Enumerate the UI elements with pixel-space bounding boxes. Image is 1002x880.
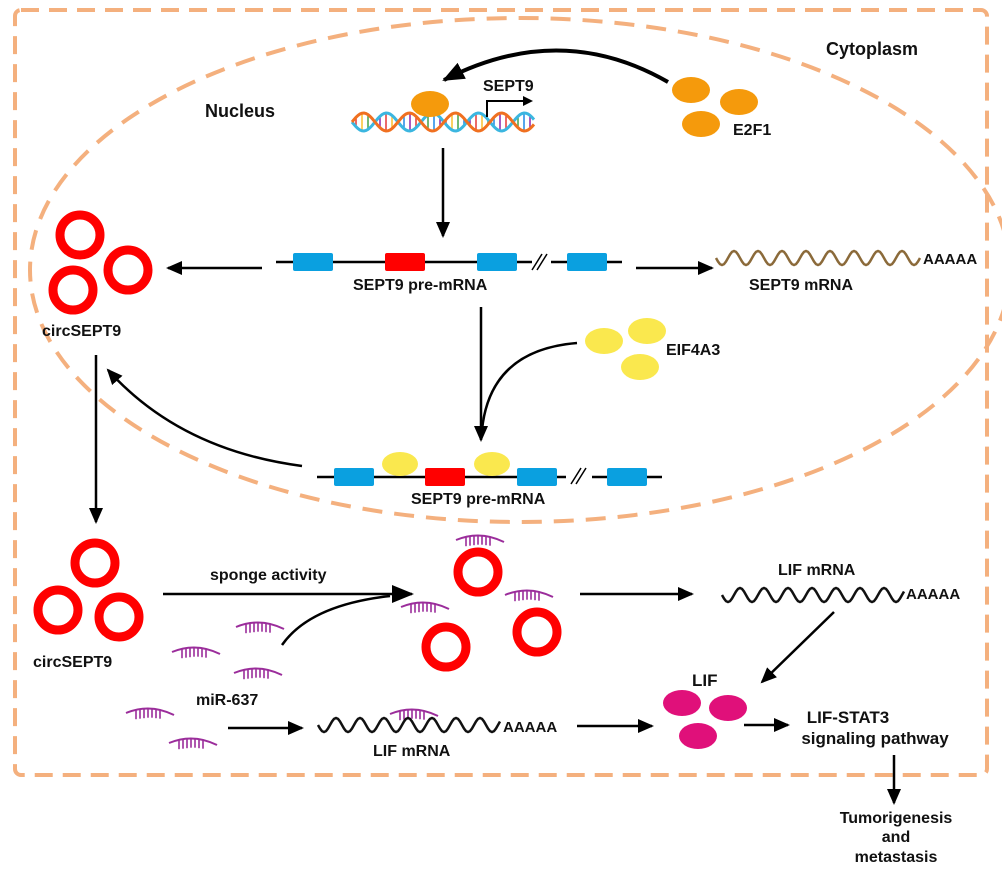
- sept9-pre-mrna-top: [276, 253, 622, 271]
- circrna-ring: [453, 547, 503, 597]
- lif-protein: [709, 695, 747, 721]
- pathway-label-line2: signaling pathway: [801, 729, 949, 748]
- pre-mrna-bottom-label: SEPT9 pre-mRNA: [411, 491, 546, 508]
- circrna-ring: [512, 607, 562, 657]
- sept9-gene-label: SEPT9: [483, 78, 534, 95]
- lif-mrna-bottom-polya: AAAAA: [503, 719, 557, 736]
- mirna-glyph: [400, 601, 450, 614]
- exon: [293, 253, 333, 271]
- eif4a3-protein: [621, 354, 659, 380]
- exon: [607, 468, 647, 486]
- mirna-glyph: [233, 667, 283, 680]
- circrna-ring: [421, 622, 471, 672]
- circsept9-cytoplasm-label: circSEPT9: [33, 654, 112, 671]
- sept9-mrna-polya: AAAAA: [923, 251, 977, 268]
- sept9-mrna-wave: [714, 249, 922, 267]
- lif-protein: [663, 690, 701, 716]
- circ-exon: [425, 468, 465, 486]
- e2f1-protein: [672, 77, 710, 103]
- sept9-mrna-label: SEPT9 mRNA: [749, 277, 853, 294]
- circrna-ring: [70, 538, 120, 588]
- break-mark: [536, 253, 548, 271]
- sept9-gene-dna: [350, 111, 536, 133]
- circsept9-mirna-complexes: [421, 547, 562, 672]
- e2f1-bound-protein: [411, 91, 449, 117]
- mirna-glyph: [168, 737, 218, 750]
- mirna-capture-arrow: [280, 594, 391, 646]
- eif4a3-label: EIF4A3: [666, 342, 720, 359]
- lif-mrna-right-label: LIF mRNA: [778, 562, 856, 579]
- exon: [334, 468, 374, 486]
- outcome-line3: metastasis: [855, 849, 938, 866]
- eif4a3-promoted-circularization-arrow: [106, 368, 303, 468]
- circ-exon: [385, 253, 425, 271]
- dna-strand: [350, 111, 536, 133]
- lif-mrna-bottom-label: LIF mRNA: [373, 743, 451, 760]
- sept9-pre-mrna-bottom: [317, 452, 662, 486]
- transcription-start-arrow: [486, 96, 533, 117]
- circsept9-cytoplasm: [33, 538, 144, 642]
- e2f1-protein: [720, 89, 758, 115]
- nuclear-envelope: [28, 16, 1002, 524]
- lif-protein: [679, 723, 717, 749]
- eif4a3-recruit-arrow: [480, 341, 578, 431]
- mirna-glyph: [455, 534, 505, 547]
- outcome-line1: Tumorigenesis: [840, 810, 953, 827]
- pre-mrna-top-label: SEPT9 pre-mRNA: [353, 277, 488, 294]
- exon: [517, 468, 557, 486]
- circrna-ring: [94, 592, 144, 642]
- lif-label: LIF: [692, 671, 718, 690]
- translation-arrow-right: [760, 611, 835, 684]
- circsept9-nucleus-label: circSEPT9: [42, 323, 121, 340]
- e2f1-protein: [682, 111, 720, 137]
- e2f1-proteins: [672, 77, 758, 137]
- exon: [477, 253, 517, 271]
- eif4a3-bound-protein: [382, 452, 418, 476]
- eif4a3-proteins: [585, 318, 666, 380]
- eif4a3-protein: [585, 328, 623, 354]
- lif-proteins: [663, 690, 747, 749]
- mir-637-molecules: [125, 534, 554, 750]
- eif4a3-bound-protein: [474, 452, 510, 476]
- mirna-glyph: [125, 707, 175, 720]
- dna-strand: [350, 111, 536, 133]
- cytoplasm-label: Cytoplasm: [826, 39, 918, 59]
- exon: [567, 253, 607, 271]
- mirna-glyph: [235, 621, 285, 634]
- mirna-glyph: [171, 646, 221, 659]
- circrna-ring: [103, 245, 153, 295]
- circrna-ring: [48, 265, 98, 315]
- outcome-line2: and: [882, 829, 910, 846]
- mirna-glyph: [504, 589, 554, 602]
- lif-mrna-right-polya: AAAAA: [906, 586, 960, 603]
- sponge-activity-label: sponge activity: [210, 567, 327, 584]
- lif-mrna-right-wave: [720, 586, 906, 604]
- break-mark: [570, 467, 582, 485]
- mirna-glyph: [389, 708, 439, 721]
- break-mark: [575, 467, 587, 485]
- pathway-label-line1: LIF-STAT3: [807, 708, 889, 727]
- circsept9-nucleus: [48, 210, 153, 315]
- nucleus-label: Nucleus: [205, 101, 275, 121]
- lif-mrna-bottom-wave: [316, 716, 502, 734]
- e2f1-binding-arrow: [442, 48, 669, 84]
- circrna-ring: [33, 585, 83, 635]
- eif4a3-protein: [628, 318, 666, 344]
- mir-637-label: miR-637: [196, 692, 258, 709]
- e2f1-label: E2F1: [733, 122, 771, 139]
- circrna-ring: [55, 210, 105, 260]
- break-mark: [531, 253, 543, 271]
- cell-membrane: [13, 8, 989, 777]
